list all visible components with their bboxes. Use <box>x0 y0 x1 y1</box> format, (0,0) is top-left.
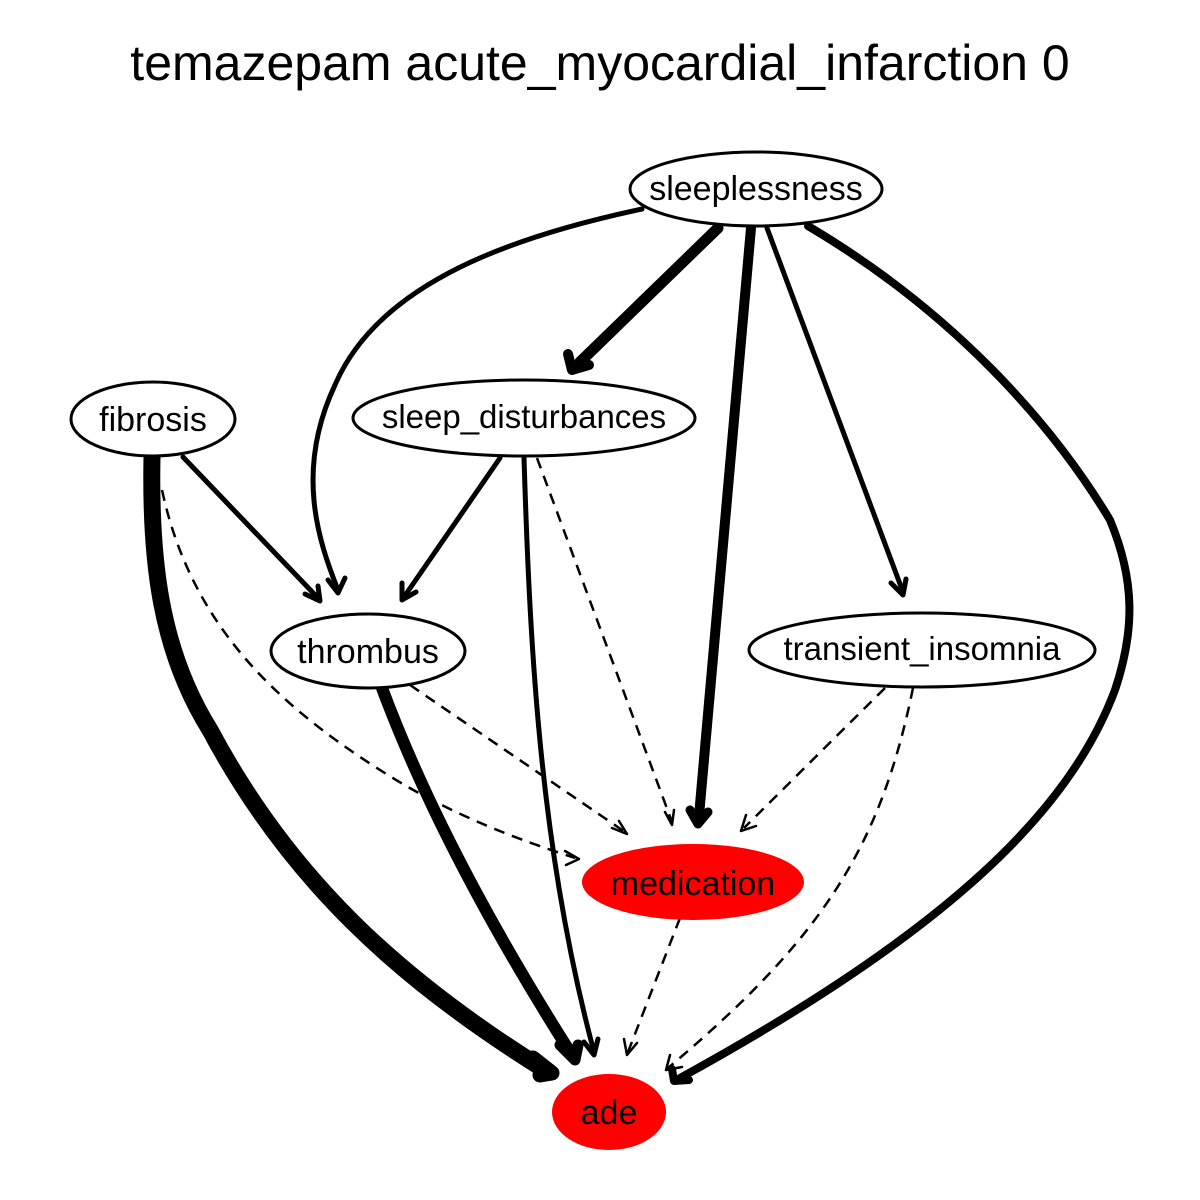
node-sleep_disturbances-shape <box>351 378 697 458</box>
edge-sleeplessness-transient_insomnia <box>764 225 909 598</box>
edge-transient_insomnia-ade <box>664 687 915 1072</box>
edges <box>143 206 1134 1085</box>
edge-sleep_disturbances-ade <box>521 455 601 1058</box>
edge-fibrosis-ade <box>143 448 560 1083</box>
edge-sleeplessness-sleep_disturbances <box>563 222 724 375</box>
node-thrombus[interactable]: thrombus <box>269 612 467 690</box>
node-ade-label: ade <box>581 1094 638 1132</box>
edge-fibrosis-thrombus <box>180 454 323 604</box>
node-thrombus-shape <box>269 612 467 690</box>
edge-sleeplessness-medication <box>685 223 756 829</box>
edge-thrombus-ade <box>376 682 584 1066</box>
edge-fibrosis-medication <box>160 489 581 867</box>
edge-thrombus-medication <box>409 683 629 836</box>
node-medication[interactable]: medication <box>582 844 804 920</box>
node-fibrosis[interactable]: fibrosis <box>69 380 237 458</box>
node-sleeplessness[interactable]: sleeplessness <box>628 150 884 228</box>
node-sleep_disturbances[interactable]: sleep_disturbances <box>351 378 697 458</box>
edge-sleeplessness-ade <box>668 222 1134 1085</box>
edge-transient_insomnia-medication <box>739 687 886 833</box>
nodes: sleeplessness fibrosis sleep_disturbance… <box>69 150 1097 1150</box>
node-transient_insomnia-label: transient_insomnia <box>784 630 1062 667</box>
edge-sleep_disturbances-thrombus <box>399 455 503 603</box>
edge-sleep_disturbances-medication <box>535 457 676 827</box>
node-fibrosis-shape <box>69 380 237 458</box>
node-sleep_disturbances-label: sleep_disturbances <box>382 398 666 435</box>
node-thrombus-label: thrombus <box>297 633 439 671</box>
node-transient_insomnia[interactable]: transient_insomnia <box>747 611 1097 689</box>
edge-sleeplessness-thrombus <box>310 206 645 596</box>
node-sleeplessness-label: sleeplessness <box>649 170 863 208</box>
diagram-title: temazepam acute_myocardial_infarction 0 <box>130 35 1069 91</box>
node-medication-shape <box>582 844 804 920</box>
node-medication-label: medication <box>611 865 775 903</box>
node-sleeplessness-shape <box>628 150 884 228</box>
node-ade[interactable]: ade <box>552 1074 666 1150</box>
node-fibrosis-label: fibrosis <box>99 401 207 439</box>
edge-medication-ade <box>622 917 682 1057</box>
node-transient_insomnia-shape <box>747 611 1097 689</box>
node-ade-shape <box>552 1074 666 1150</box>
